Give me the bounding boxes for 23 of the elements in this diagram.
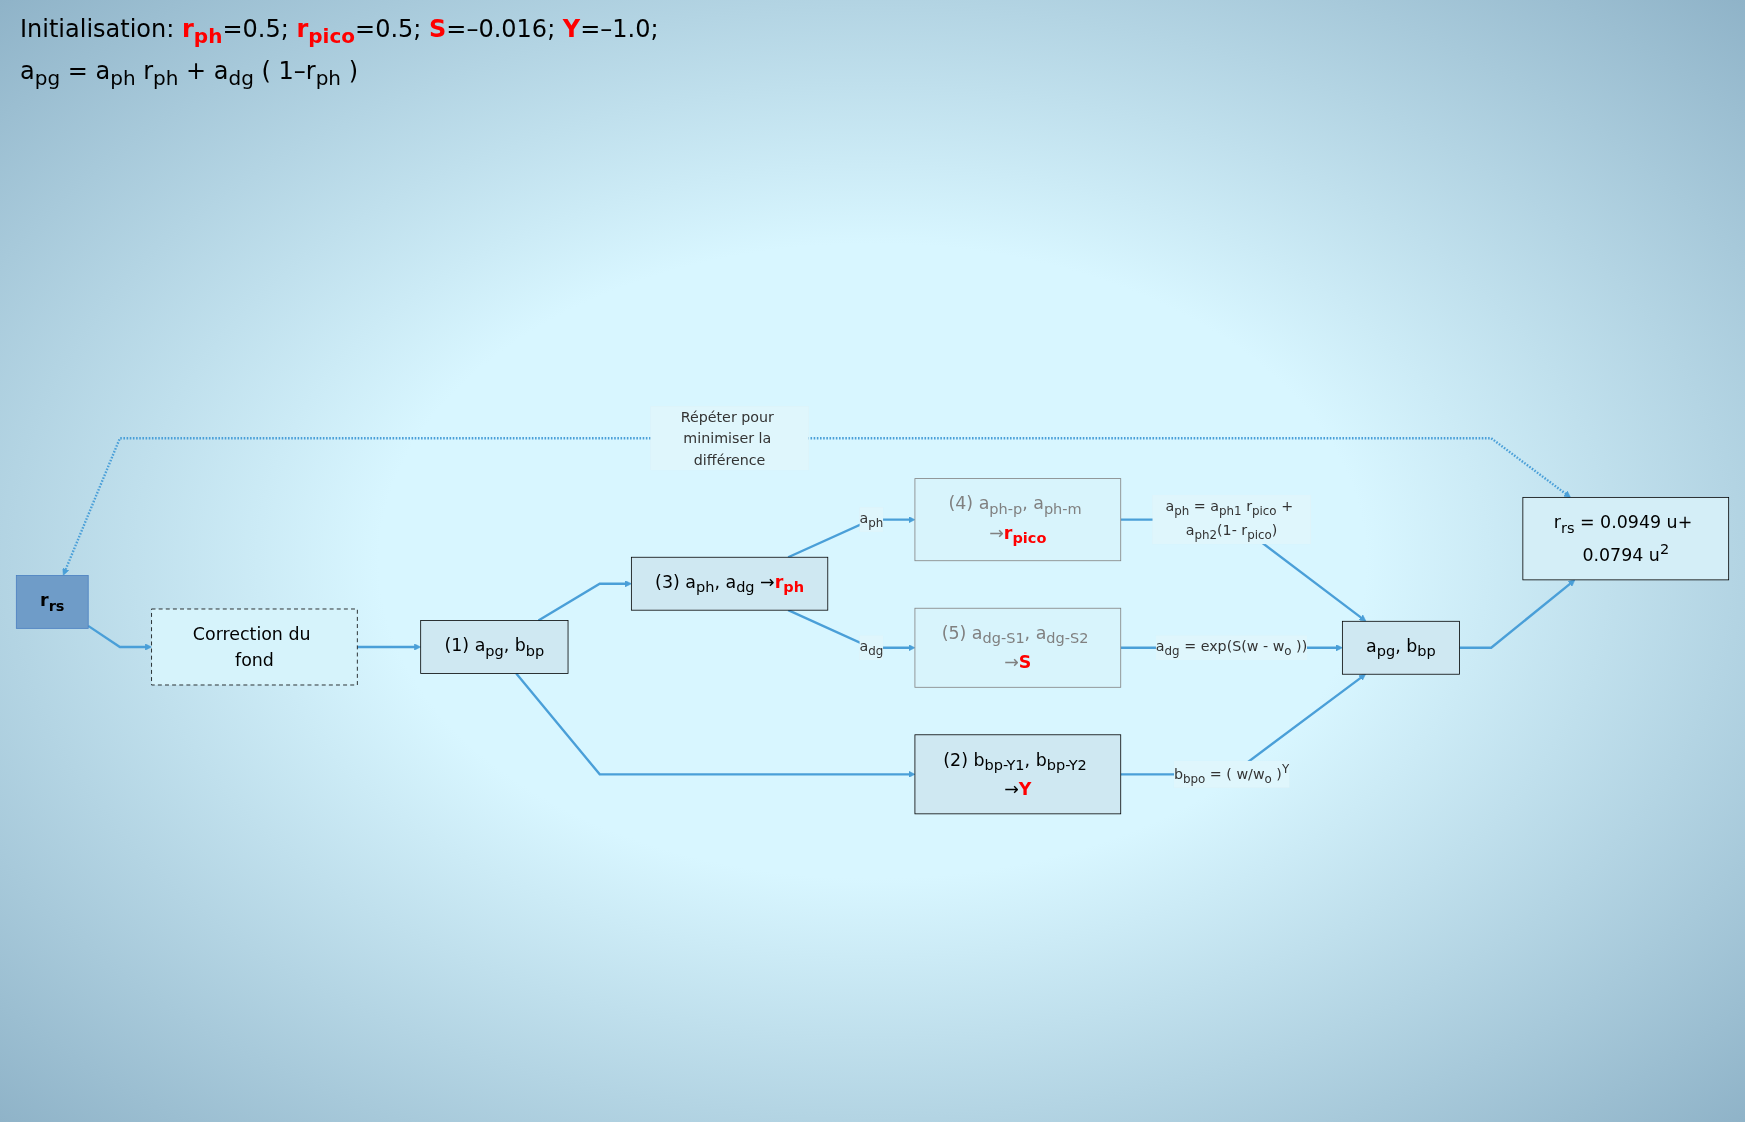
arrow <box>537 580 632 622</box>
node-box: a$_{pg}$, b$_{bp}$ <box>1341 620 1460 675</box>
arrow <box>87 624 152 651</box>
edge-label: a$_{dg}$ <box>859 637 884 659</box>
formula-note: a$_{pg}$ = a$_{ph}$ r$_{ph}$ + a$_{dg}$ ( 1–r$_{ph}$ ) <box>20 55 360 92</box>
arrow <box>357 643 421 651</box>
edge-label: Répéter pour minimiser la différence <box>680 408 774 468</box>
arrow <box>62 437 1571 576</box>
node-box: (2) b$_{bp-Y1}$, b$_{bp-Y2}$ →Y <box>914 734 1122 815</box>
node-box: (4) a$_{ph-p}$, a$_{ph-m}$ →r$_{pico}$ <box>914 478 1122 562</box>
edge-label: a$_{ph}$ <box>859 509 884 530</box>
arrow <box>515 672 916 778</box>
formula-note: Initialisation: r$_{ph}$=0.5; r$_{pico}$=0.5; S=–0.016; Y=–1.0; <box>20 14 659 50</box>
edge-label: a$_{dg}$ = exp(S(w - w$_{o}$ )) <box>1155 637 1308 659</box>
node-box: r$_{rs}$ = 0.0949 u+ 0.0794 u$^{2}$ <box>1522 497 1730 581</box>
node-box: (3) a$_{ph}$, a$_{dg}$ →r$_{ph}$ <box>630 556 829 611</box>
node-box: r$_{rs}$ <box>15 575 89 629</box>
node-box: (5) a$_{dg-S1}$, a$_{dg-S2}$ →S <box>914 607 1122 688</box>
arrow <box>1459 579 1576 649</box>
edge-label: b$_{bpo}$ = ( w/w$_{o}$ )$^{Y}$ <box>1173 762 1290 786</box>
edge-label: a$_{ph}$ = a$_{ph1}$ r$_{pico}$ + a$_{ph2}$(1- r$_{pico}$) <box>1165 497 1294 543</box>
node-box: (1) a$_{pg}$, b$_{bp}$ <box>420 620 569 674</box>
node-box: Correction du fond <box>151 608 358 686</box>
